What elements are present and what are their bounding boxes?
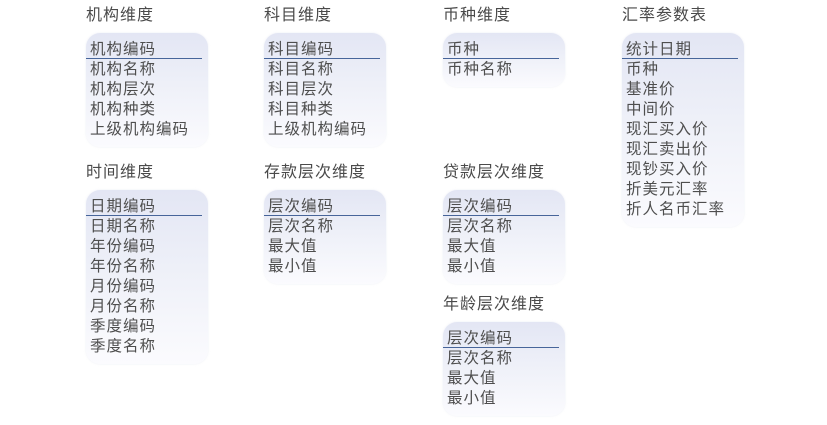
field: 日期名称 xyxy=(90,217,157,235)
field: 层次名称 xyxy=(268,217,335,235)
key-field: 层次编码 xyxy=(443,196,559,216)
table-title: 年龄层次维度 xyxy=(443,294,546,313)
table-title: 贷款层次维度 xyxy=(443,162,546,181)
field: 折美元汇率 xyxy=(626,180,709,198)
field: 最小值 xyxy=(447,257,497,275)
field: 科目名称 xyxy=(268,60,335,78)
field: 机构名称 xyxy=(90,60,157,78)
field: 月份名称 xyxy=(90,297,157,315)
field: 最大值 xyxy=(447,369,497,387)
table-org: 机构维度机构编码机构名称机构层次机构种类上级机构编码 xyxy=(86,5,208,147)
table-card: 层次编码层次名称最大值最小值 xyxy=(443,190,565,284)
table-card: 机构编码机构名称机构层次机构种类上级机构编码 xyxy=(86,33,208,147)
table-card: 币种币种名称 xyxy=(443,33,565,87)
table-title: 时间维度 xyxy=(86,162,155,181)
key-field: 层次编码 xyxy=(264,196,380,216)
field: 最小值 xyxy=(268,257,318,275)
field: 季度编码 xyxy=(90,317,157,335)
key-field: 日期编码 xyxy=(86,196,202,216)
field: 基准价 xyxy=(626,80,676,98)
key-field: 层次编码 xyxy=(443,328,559,348)
field: 机构种类 xyxy=(90,100,157,118)
field: 科目种类 xyxy=(268,100,335,118)
field: 中间价 xyxy=(626,100,676,118)
field: 最大值 xyxy=(268,237,318,255)
table-card: 层次编码层次名称最大值最小值 xyxy=(264,190,386,284)
field: 机构层次 xyxy=(90,80,157,98)
table-title: 机构维度 xyxy=(86,5,155,24)
field: 季度名称 xyxy=(90,337,157,355)
key-field: 统计日期 xyxy=(622,39,738,59)
field: 最大值 xyxy=(447,237,497,255)
table-card: 层次编码层次名称最大值最小值 xyxy=(443,322,565,416)
field: 年份编码 xyxy=(90,237,157,255)
table-title: 存款层次维度 xyxy=(264,162,367,181)
table-fx: 汇率参数表统计日期币种基准价中间价现汇买入价现汇卖出价现钞买入价折美元汇率折人名… xyxy=(622,5,744,227)
table-card: 统计日期币种基准价中间价现汇买入价现汇卖出价现钞买入价折美元汇率折人名币汇率 xyxy=(622,33,744,227)
field: 现钞买入价 xyxy=(626,160,709,178)
table-age: 年龄层次维度层次编码层次名称最大值最小值 xyxy=(443,294,565,416)
table-currency: 币种维度币种币种名称 xyxy=(443,5,565,87)
key-field: 机构编码 xyxy=(86,39,202,59)
key-field: 科目编码 xyxy=(264,39,380,59)
field: 币种名称 xyxy=(447,60,514,78)
field: 月份编码 xyxy=(90,277,157,295)
table-card: 科目编码科目名称科目层次科目种类上级机构编码 xyxy=(264,33,386,147)
field: 最小值 xyxy=(447,389,497,407)
table-loan: 贷款层次维度层次编码层次名称最大值最小值 xyxy=(443,162,565,284)
table-title: 汇率参数表 xyxy=(622,5,708,24)
field: 折人名币汇率 xyxy=(626,200,726,218)
table-deposit: 存款层次维度层次编码层次名称最大值最小值 xyxy=(264,162,386,284)
field: 现汇买入价 xyxy=(626,120,709,138)
field: 上级机构编码 xyxy=(90,120,190,138)
field: 上级机构编码 xyxy=(268,120,368,138)
table-title: 科目维度 xyxy=(264,5,333,24)
field: 现汇卖出价 xyxy=(626,140,709,158)
field: 层次名称 xyxy=(447,217,514,235)
field: 币种 xyxy=(626,60,660,78)
table-subject: 科目维度科目编码科目名称科目层次科目种类上级机构编码 xyxy=(264,5,386,147)
table-title: 币种维度 xyxy=(443,5,512,24)
table-time: 时间维度日期编码日期名称年份编码年份名称月份编码月份名称季度编码季度名称 xyxy=(86,162,208,364)
field: 科目层次 xyxy=(268,80,335,98)
key-field: 币种 xyxy=(443,39,559,59)
field: 年份名称 xyxy=(90,257,157,275)
field: 层次名称 xyxy=(447,349,514,367)
table-card: 日期编码日期名称年份编码年份名称月份编码月份名称季度编码季度名称 xyxy=(86,190,208,364)
